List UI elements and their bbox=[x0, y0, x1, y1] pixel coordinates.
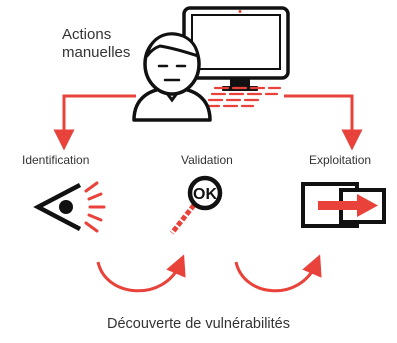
arrow-to-identification bbox=[53, 94, 136, 151]
title-line-2: manuelles bbox=[62, 44, 131, 61]
footer-caption: Découverte de vulnérabilités bbox=[107, 316, 290, 332]
stage-label-exploitation: Exploitation bbox=[309, 153, 372, 167]
curved-arrow-right bbox=[234, 254, 322, 293]
keyboard-icon bbox=[204, 86, 282, 108]
stage-label-validation: Validation bbox=[181, 153, 233, 167]
title-actions-manuelles: Actions manuelles bbox=[62, 26, 130, 62]
window-arrow-icon bbox=[301, 182, 386, 228]
title-line-1: Actions bbox=[62, 26, 112, 43]
person-icon bbox=[132, 32, 212, 122]
monitor-icon bbox=[182, 6, 290, 91]
curved-arrow-left bbox=[96, 254, 186, 293]
stage-label-identification: Identification bbox=[22, 153, 90, 167]
arrow-to-exploitation bbox=[284, 94, 363, 151]
eye-icon bbox=[33, 181, 106, 233]
ok-magnifier-icon: OK bbox=[170, 175, 223, 235]
ok-badge: OK bbox=[193, 186, 217, 203]
